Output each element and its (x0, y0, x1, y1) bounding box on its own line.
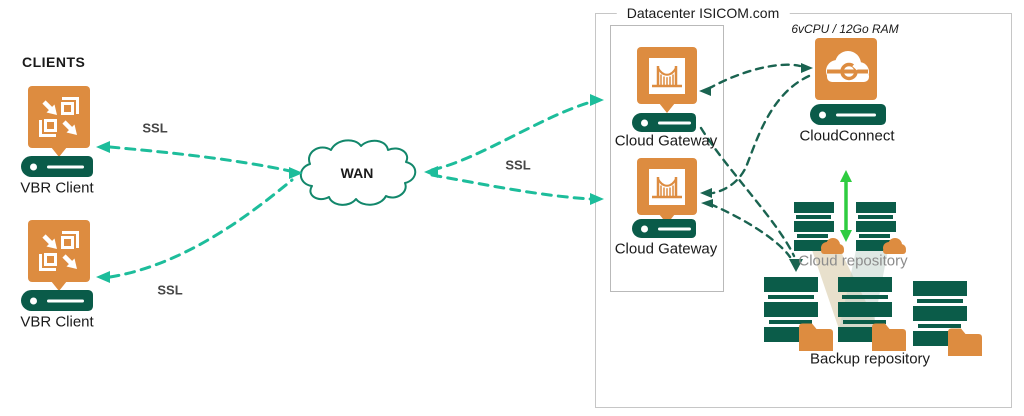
vbr-client-label: VBR Client (20, 179, 94, 197)
bridge-icon (637, 158, 697, 224)
cloud-gateway-label: Cloud Gateway (614, 132, 718, 150)
server-bar-icon (21, 290, 93, 311)
pin-tail-icon (659, 103, 675, 113)
cloudconnect-specs: 6vCPU / 12Go RAM (791, 22, 899, 36)
vbr-app-icon (28, 86, 90, 157)
backup-repository-label: Backup repository (809, 350, 931, 368)
server-bar-icon (810, 104, 886, 125)
cloud-connect-icon (815, 38, 877, 100)
vbr-app-icon (28, 220, 90, 291)
ssl-label-middle: SSL (505, 157, 531, 173)
server-bar-icon (21, 156, 93, 177)
datacenter-box (595, 13, 1012, 408)
cloud-gateway-label: Cloud Gateway (614, 240, 718, 258)
ssl-arrowheads (96, 94, 604, 283)
server-bar-icon (632, 113, 696, 132)
ssl-label-top: SSL (142, 120, 168, 136)
bridge-icon (637, 47, 697, 113)
clients-heading: CLIENTS (22, 54, 86, 70)
ssl-arrows (108, 100, 593, 279)
server-bar-icon (632, 219, 696, 238)
wan-label: WAN (340, 165, 374, 181)
cloudconnect-label: CloudConnect (799, 127, 895, 145)
pin-tail-icon (51, 281, 67, 291)
ssl-label-bottom: SSL (157, 282, 183, 298)
vbr-client-label: VBR Client (20, 313, 94, 331)
pin-tail-icon (51, 147, 67, 157)
datacenter-title: Datacenter ISICOM.com (616, 5, 790, 21)
cloud-repository-label: Cloud repository (798, 252, 908, 270)
